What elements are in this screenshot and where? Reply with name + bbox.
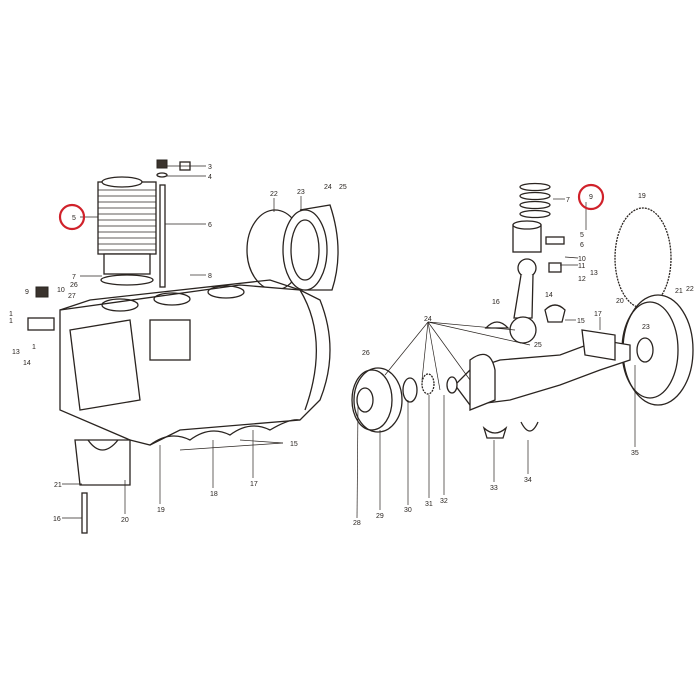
part-label[interactable]: 6 — [208, 222, 212, 229]
leader-lines — [62, 165, 636, 519]
part-label[interactable]: 19 — [638, 193, 646, 200]
part-label[interactable]: 34 — [524, 477, 532, 484]
part-label[interactable]: 32 — [440, 498, 448, 505]
stud-bolt — [156, 159, 191, 288]
part-label[interactable]: 4 — [208, 174, 212, 181]
part-label[interactable]: 11 — [578, 263, 585, 270]
crank-pulley — [351, 367, 435, 433]
piston — [512, 220, 565, 253]
cylinder-liner — [97, 176, 157, 286]
oil-filler-cap — [27, 286, 55, 331]
highlight-circle-part-9 — [577, 183, 605, 211]
part-label-highlighted[interactable]: 9 — [589, 194, 593, 201]
part-label[interactable]: 17 — [594, 311, 602, 318]
part-label[interactable]: 13 — [590, 270, 598, 277]
crankshaft — [446, 329, 631, 411]
main-bearing-cap — [74, 439, 131, 534]
part-label[interactable]: 31 — [425, 501, 433, 508]
part-label[interactable]: 17 — [250, 481, 258, 488]
part-label[interactable]: 20 — [121, 517, 129, 524]
part-label[interactable]: 30 — [404, 507, 412, 514]
part-label[interactable]: 7 — [566, 197, 570, 204]
part-label[interactable]: 7 — [72, 274, 76, 281]
right-part-labels: 7 9 5 6 10 11 12 13 14 15 16 17 19 20 21… — [353, 193, 694, 527]
part-label[interactable]: 26 — [362, 350, 370, 357]
part-label[interactable]: 25 — [339, 184, 347, 191]
highlight-circle-part-5 — [58, 203, 86, 231]
part-label[interactable]: 16 — [53, 516, 61, 523]
part-label[interactable]: 21 — [54, 482, 62, 489]
part-label[interactable]: 24 — [324, 184, 332, 191]
bearing-shells — [482, 304, 566, 439]
part-label[interactable]: 35 — [631, 450, 639, 457]
part-label[interactable]: 1 — [9, 311, 13, 318]
part-label[interactable]: 14 — [545, 292, 553, 299]
part-label[interactable]: 10 — [578, 256, 586, 263]
part-label[interactable]: 22 — [270, 191, 278, 198]
part-label[interactable]: 12 — [578, 276, 586, 283]
part-label[interactable]: 16 — [492, 299, 500, 306]
connecting-rod — [509, 258, 562, 344]
part-label[interactable]: 3 — [208, 164, 212, 171]
part-label[interactable]: 15 — [577, 318, 585, 325]
part-label[interactable]: 5 — [580, 232, 584, 239]
part-label[interactable]: 22 — [686, 286, 694, 293]
part-label[interactable]: 29 — [376, 513, 384, 520]
part-label[interactable]: 23 — [297, 189, 305, 196]
rear-cover — [246, 204, 339, 291]
part-label[interactable]: 21 — [675, 288, 683, 295]
part-label[interactable]: 6 — [580, 242, 584, 249]
part-label[interactable]: 1 — [9, 318, 13, 325]
part-label[interactable]: 10 — [57, 287, 65, 294]
left-part-labels: 3 4 5 6 7 8 26 27 9 10 1 1 13 14 1 15 16… — [9, 164, 347, 524]
part-label[interactable]: 24 — [424, 316, 432, 323]
part-label[interactable]: 13 — [12, 349, 20, 356]
part-label[interactable]: 15 — [290, 441, 298, 448]
part-label[interactable]: 25 — [534, 342, 542, 349]
part-label[interactable]: 33 — [490, 485, 498, 492]
part-label[interactable]: 8 — [208, 273, 212, 280]
part-label[interactable]: 14 — [23, 360, 31, 367]
part-label[interactable]: 1 — [32, 344, 36, 351]
part-label[interactable]: 27 — [68, 293, 76, 300]
flywheel — [621, 294, 694, 406]
piston-rings — [519, 182, 551, 219]
part-label[interactable]: 28 — [353, 520, 361, 527]
part-label[interactable]: 19 — [157, 507, 165, 514]
part-label[interactable]: 9 — [25, 289, 29, 296]
part-label[interactable]: 26 — [70, 282, 78, 289]
part-label[interactable]: 20 — [616, 298, 624, 305]
part-label[interactable]: 18 — [210, 491, 218, 498]
engine-block — [59, 279, 331, 446]
part-label[interactable]: 23 — [642, 324, 650, 331]
part-label-highlighted[interactable]: 5 — [72, 215, 76, 222]
ring-gear — [614, 207, 672, 309]
